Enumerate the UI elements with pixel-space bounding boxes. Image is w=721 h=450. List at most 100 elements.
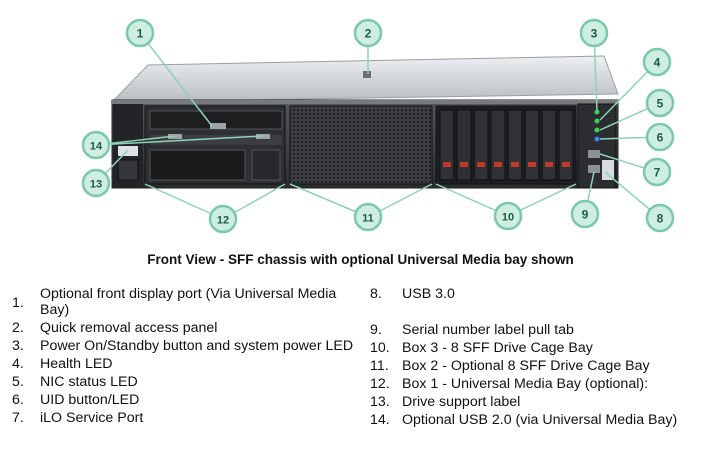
legend-text: Box 2 - Optional 8 SFF Drive Cage Bay	[402, 358, 650, 374]
callout-circle	[645, 122, 675, 152]
drive-release-tab	[443, 162, 451, 167]
legend-text: Optional USB 2.0 (via Universal Media Ba…	[402, 412, 678, 428]
legend-text: Drive support label	[402, 394, 521, 410]
callout-7: 7	[642, 157, 672, 187]
legend-right-column: 8. USB 3.0 9. Serial number label pull t…	[370, 286, 715, 428]
legend-text: Quick removal access panel	[40, 320, 218, 336]
callout-label: 11	[362, 213, 374, 225]
callout-label: 7	[654, 166, 661, 180]
callout-12: 12	[208, 204, 238, 234]
legend-item: 4. Health LED	[12, 356, 362, 372]
legend-item: 10. Box 3 - 8 SFF Drive Cage Bay	[370, 340, 715, 356]
callout-circle	[645, 203, 675, 233]
callout-circle	[81, 168, 111, 198]
callout-6: 6	[645, 122, 675, 152]
legend-text: USB 3.0	[402, 286, 455, 302]
legend-item: 6. UID button/LED	[12, 392, 362, 408]
drive-sled	[439, 109, 455, 181]
legend-item: 13. Drive support label	[370, 394, 715, 410]
drive-sled	[541, 109, 557, 181]
legend-number: 7.	[12, 410, 24, 426]
callout-5: 5	[645, 88, 675, 118]
universal-media-bay	[144, 105, 286, 185]
legend-item: 8. USB 3.0	[370, 286, 715, 320]
legend-number: 1.	[12, 295, 24, 311]
drive-release-tab	[494, 162, 502, 167]
legend-number: 2.	[12, 320, 24, 336]
callout-4: 4	[642, 47, 672, 77]
legend-text: Health LED	[40, 356, 113, 372]
drive-sled	[490, 109, 506, 181]
callout-label: 13	[90, 179, 102, 191]
legend-left-column: 1. Optional front display port (Via Univ…	[12, 286, 362, 426]
callout-circle	[353, 18, 383, 48]
callout-label: 14	[90, 141, 103, 153]
callout-circle	[353, 202, 383, 232]
callout-label: 6	[657, 131, 664, 145]
callout-label: 10	[502, 212, 514, 224]
callout-8: 8	[645, 203, 675, 233]
callout-circle	[642, 157, 672, 187]
callout-10: 10	[493, 201, 523, 231]
callout-1: 1	[125, 18, 155, 48]
callout-circle	[642, 47, 672, 77]
callout-label: 2	[365, 27, 372, 41]
legend-item: 12. Box 1 - Universal Media Bay (optiona…	[370, 376, 715, 392]
drive-release-tab	[460, 162, 468, 167]
diagram-caption: Front View - SFF chassis with optional U…	[147, 252, 574, 267]
drive-release-tab	[545, 162, 553, 167]
legend-number: 8.	[370, 286, 382, 302]
callout-label: 12	[217, 215, 229, 227]
legend-number: 6.	[12, 392, 24, 408]
legend-item: 2. Quick removal access panel	[12, 320, 362, 336]
callout-circle	[645, 88, 675, 118]
legend-text: Box 3 - 8 SFF Drive Cage Bay	[402, 340, 593, 356]
drive-cage-bay	[435, 105, 577, 185]
callout-circle	[579, 18, 609, 48]
legend-text: UID button/LED	[40, 392, 140, 408]
drive-sled	[507, 109, 523, 181]
legend-item: 1. Optional front display port (Via Univ…	[12, 286, 362, 318]
callout-11: 11	[353, 202, 383, 232]
callout-circle	[493, 201, 523, 231]
callout-circle	[570, 199, 600, 229]
legend-number: 14.	[370, 412, 390, 428]
callout-circle	[208, 204, 238, 234]
legend-item: 5. NIC status LED	[12, 374, 362, 390]
callout-3: 3	[579, 18, 609, 48]
callout-14: 14	[81, 130, 111, 160]
drive-release-tab	[511, 162, 519, 167]
legend-text: Optional front display port (Via Univers…	[40, 286, 337, 318]
callout-2: 2	[353, 18, 383, 48]
legend-item: 7. iLO Service Port	[12, 410, 362, 426]
legend-number: 10.	[370, 340, 390, 356]
legend-number: 11.	[370, 358, 389, 374]
legend-item: 11. Box 2 - Optional 8 SFF Drive Cage Ba…	[370, 358, 715, 374]
drive-sled	[473, 109, 489, 181]
right-control-panel	[577, 103, 617, 189]
legend-item: 14. Optional USB 2.0 (via Universal Medi…	[370, 412, 715, 428]
legend-text: Serial number label pull tab	[402, 322, 574, 338]
callout-circle	[125, 18, 155, 48]
front-display-port	[210, 123, 226, 129]
legend-number: 13.	[370, 394, 390, 410]
drive-release-tab	[562, 162, 570, 167]
callout-label: 5	[657, 97, 664, 111]
legend-item: 3. Power On/Standby button and system po…	[12, 338, 362, 354]
drive-sled	[558, 109, 574, 181]
legend-text: NIC status LED	[40, 374, 138, 390]
drive-release-tab	[477, 162, 485, 167]
drive-sled	[524, 109, 540, 181]
callout-13: 13	[81, 168, 111, 198]
drive-release-tab	[528, 162, 536, 167]
legend-number: 4.	[12, 356, 24, 372]
callout-circle	[81, 130, 111, 160]
callout-label: 9	[582, 208, 589, 222]
callout-9: 9	[570, 199, 600, 229]
callout-label: 8	[657, 212, 664, 226]
legend-number: 5.	[12, 374, 24, 390]
callout-label: 4	[654, 56, 661, 70]
callout-label: 3	[591, 27, 598, 41]
drive-sled	[456, 109, 472, 181]
